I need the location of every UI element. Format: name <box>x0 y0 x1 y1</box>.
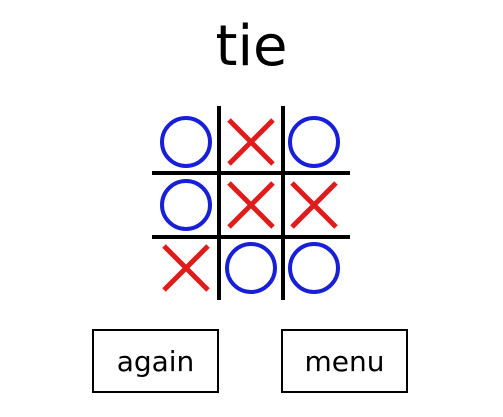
cross-mark-icon <box>290 181 338 229</box>
circle-mark-icon <box>288 242 340 294</box>
circle-mark-icon <box>225 242 277 294</box>
board-grid <box>152 106 350 300</box>
cell-r2-c3 <box>290 181 338 229</box>
cell-r3-c2 <box>225 242 277 294</box>
circle-mark-icon <box>160 179 212 231</box>
cell-r3-c1 <box>162 244 210 292</box>
cell-r3-c3 <box>288 242 340 294</box>
cell-r2-c2 <box>227 181 275 229</box>
board-canvas <box>152 106 350 300</box>
again-button[interactable]: again <box>92 329 219 393</box>
tic-tac-toe-board <box>152 106 350 300</box>
board-marks <box>160 116 340 294</box>
circle-mark-icon <box>288 116 340 168</box>
menu-button[interactable]: menu <box>281 329 408 393</box>
cross-mark-icon <box>227 118 275 166</box>
cell-r1-c3 <box>288 116 340 168</box>
cross-mark-icon <box>162 244 210 292</box>
game-result-title: tie <box>215 14 288 79</box>
cell-r1-c2 <box>227 118 275 166</box>
cell-r2-c1 <box>160 179 212 231</box>
cell-r1-c1 <box>160 116 212 168</box>
circle-mark-icon <box>160 116 212 168</box>
cross-mark-icon <box>227 181 275 229</box>
